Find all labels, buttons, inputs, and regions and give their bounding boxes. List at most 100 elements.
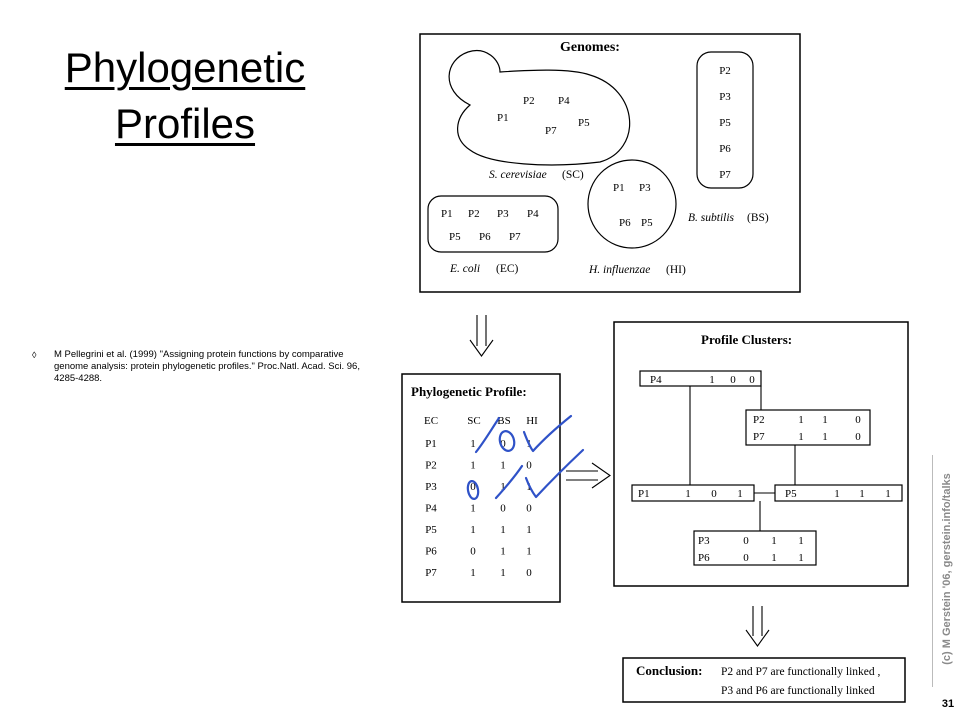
- citation-text: M Pellegrini et al. (1999) "Assigning pr…: [54, 349, 360, 384]
- profile-row-label: P7: [425, 567, 437, 579]
- slide-title: Phylogenetic Profiles: [20, 40, 350, 152]
- clusters-heading: Profile Clusters:: [701, 332, 792, 347]
- profile-cell: 1: [500, 481, 506, 493]
- profile-cell: 1: [500, 546, 506, 558]
- cluster-p2-value: 1: [798, 414, 804, 426]
- sc-protein-p4: P4: [558, 95, 570, 107]
- ec-genome-name: E. coli: [449, 263, 480, 275]
- profile-cell: 1: [470, 503, 476, 515]
- profile-cell: 0: [500, 503, 506, 515]
- cluster-p2-label: P2: [753, 414, 765, 426]
- ec-genome-outline: [427, 195, 559, 253]
- profile-row-label: P1: [425, 438, 437, 450]
- down-arrow-icon-genomes: [469, 315, 494, 357]
- cluster-p5-value: 1: [859, 488, 865, 500]
- profile-cell: 1: [500, 567, 506, 579]
- annotation-circle-2: [466, 479, 480, 501]
- cluster-box-p1: [631, 484, 755, 502]
- ec-protein-p6: P6: [479, 231, 491, 243]
- cluster-p4-label: P4: [650, 374, 662, 386]
- cluster-p6-value: 0: [743, 552, 749, 564]
- cluster-p3-value: 1: [798, 535, 804, 547]
- title-line-2: Profiles: [114, 100, 256, 147]
- annotation-stroke-1: [474, 416, 501, 454]
- diamond-bullet-icon: ◊: [32, 350, 37, 360]
- bs-protein-p5: P5: [719, 117, 731, 129]
- cluster-p4-value: 0: [730, 374, 736, 386]
- genomes-frame: [419, 33, 801, 293]
- bs-protein-p3: P3: [719, 91, 731, 103]
- cluster-p3-label: P3: [698, 535, 710, 547]
- profile-cell: 1: [470, 524, 476, 536]
- profile-cell: 1: [470, 460, 476, 472]
- profile-frame: [401, 373, 561, 603]
- ec-protein-p3: P3: [497, 208, 509, 220]
- down-arrow-icon-clusters: [745, 606, 770, 647]
- hi-genome-abbr: (HI): [666, 264, 686, 276]
- sc-protein-p7: P7: [545, 125, 557, 137]
- cluster-p2-value: 1: [822, 414, 828, 426]
- slide-number: 31: [941, 698, 955, 710]
- profile-row-label: P2: [425, 460, 437, 472]
- ec-protein-p7: P7: [509, 231, 521, 243]
- cluster-p7-value: 1: [822, 431, 828, 443]
- sc-protein-p2: P2: [523, 95, 535, 107]
- hi-genome-name: H. influenzae: [588, 264, 650, 276]
- profile-cell: 1: [470, 438, 476, 450]
- cluster-p6-label: P6: [698, 552, 710, 564]
- profile-cell: 0: [526, 567, 532, 579]
- title-line-1: Phylogenetic: [64, 44, 306, 91]
- sc-genome-abbr: (SC): [562, 169, 584, 181]
- profile-cell: 1: [526, 546, 532, 558]
- profile-cell: 0: [526, 503, 532, 515]
- profile-col-ec: EC: [424, 415, 438, 427]
- bs-protein-p6: P6: [719, 143, 731, 155]
- bs-genome-name: B. subtilis: [688, 212, 735, 224]
- profile-row-label: P4: [425, 503, 437, 515]
- cluster-p1-label: P1: [638, 488, 650, 500]
- cluster-box-p2-p7: [745, 409, 871, 446]
- cluster-p1-value: 1: [685, 488, 691, 500]
- ec-protein-p2: P2: [468, 208, 480, 220]
- profile-row-label: P6: [425, 546, 437, 558]
- sc-genome-outline: [448, 50, 631, 166]
- genomes-heading: Genomes:: [560, 40, 620, 55]
- sc-genome-name: S. cerevisiae: [489, 169, 547, 181]
- annotation-check-2: [524, 448, 585, 499]
- genomes-panel: Genomes: P2 P4 P1 P7 P5 S. cerevisiae (S…: [419, 33, 801, 293]
- profile-cell: 1: [500, 460, 506, 472]
- cluster-p7-label: P7: [753, 431, 765, 443]
- profile-row-label: P3: [425, 481, 437, 493]
- cluster-p5-value: 1: [834, 488, 840, 500]
- ec-protein-p1: P1: [441, 208, 453, 220]
- cluster-p4-value: 1: [709, 374, 715, 386]
- bs-genome-outline: [696, 51, 754, 189]
- bs-protein-p7: P7: [719, 169, 731, 181]
- profile-cell: 0: [526, 460, 532, 472]
- profile-cell: 0: [470, 546, 476, 558]
- cluster-p2-value: 0: [855, 414, 861, 426]
- profile-cell: 1: [526, 524, 532, 536]
- cluster-p3-value: 1: [771, 535, 777, 547]
- ec-protein-p4: P4: [527, 208, 539, 220]
- profile-col-sc: SC: [467, 415, 480, 427]
- cluster-p3-value: 0: [743, 535, 749, 547]
- profile-cell: 1: [500, 524, 506, 536]
- cluster-p4-value: 0: [749, 374, 755, 386]
- conclusion-line-2: P3 and P6 are functionally linked: [721, 685, 875, 697]
- cluster-box-p5: [774, 484, 903, 502]
- profile-cell: 1: [470, 567, 476, 579]
- side-credit: (c) M Gerstein '06, gerstein.info/talks: [932, 455, 960, 687]
- conclusion-line-1: P2 and P7 are functionally linked ,: [721, 666, 880, 678]
- cluster-box-p4: [639, 370, 762, 387]
- cluster-connectors: [689, 386, 796, 531]
- profile-cell: 0: [500, 438, 506, 450]
- hi-protein-p5: P5: [641, 217, 653, 229]
- annotation-circle-1: [498, 430, 516, 452]
- profile-col-hi: HI: [526, 415, 538, 427]
- bs-genome-abbr: (BS): [747, 212, 769, 224]
